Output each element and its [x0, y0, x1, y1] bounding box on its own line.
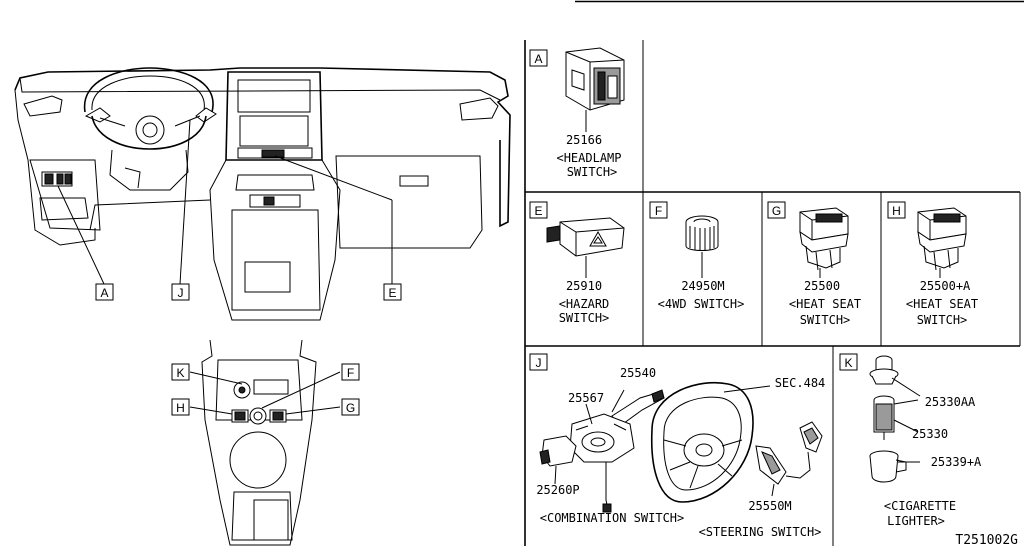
svg-text:25260P: 25260P [536, 483, 579, 497]
svg-text:SWITCH>: SWITCH> [559, 311, 610, 325]
panel-j: J 25540 25567 25260P <COMBINATION SWITCH… [529, 353, 826, 539]
svg-text:<COMBINATION SWITCH>: <COMBINATION SWITCH> [540, 511, 685, 525]
panel-grid [524, 40, 1021, 546]
svg-text:<STEERING SWITCH>: <STEERING SWITCH> [699, 525, 822, 539]
heat-seat-switch-alt-drawing [917, 207, 967, 278]
callout-a: A [95, 283, 114, 301]
callout-j: J [171, 283, 190, 301]
svg-text:25550M: 25550M [748, 499, 791, 513]
svg-text:H: H [892, 204, 901, 218]
panel-a: A 25166 <HEADLAMP SWITCH> [529, 47, 625, 179]
svg-text:G: G [772, 204, 781, 218]
figure-code: T251002G [955, 533, 1018, 548]
hazard-switch-drawing [546, 217, 625, 278]
svg-text:G: G [346, 401, 355, 415]
svg-text:H: H [176, 401, 185, 415]
svg-text:25339+A: 25339+A [931, 455, 982, 469]
svg-text:25166: 25166 [566, 133, 602, 147]
svg-text:E: E [388, 286, 396, 300]
dashboard-overview [14, 67, 511, 321]
panel-e: E 25910 <HAZARD SWITCH> [529, 201, 625, 325]
svg-text:SEC.484: SEC.484 [775, 376, 826, 390]
heat-seat-switch-drawing [799, 207, 849, 278]
svg-text:25567: 25567 [568, 391, 604, 405]
svg-text:A: A [534, 52, 542, 66]
callout-g: G [341, 398, 360, 416]
callout-f: F [341, 363, 360, 381]
combination-switch-drawing [539, 389, 665, 513]
callout-h: H [171, 398, 190, 416]
svg-text:<4WD SWITCH>: <4WD SWITCH> [658, 297, 745, 311]
callout-k: K [171, 363, 190, 381]
console-detail [189, 339, 341, 546]
svg-text:<HEAT SEAT: <HEAT SEAT [906, 297, 978, 311]
svg-text:E: E [534, 204, 542, 218]
cigarette-lighter-drawing [869, 355, 921, 483]
svg-text:25910: 25910 [566, 279, 602, 293]
svg-text:25500: 25500 [804, 279, 840, 293]
callout-e: E [383, 283, 402, 301]
svg-text:J: J [178, 286, 184, 300]
svg-text:SWITCH>: SWITCH> [800, 313, 851, 327]
svg-text:<HAZARD: <HAZARD [559, 297, 610, 311]
svg-text:<CIGARETTE: <CIGARETTE [884, 499, 956, 513]
svg-text:LIGHTER>: LIGHTER> [887, 514, 945, 528]
svg-text:25540: 25540 [620, 366, 656, 380]
svg-text:25330AA: 25330AA [925, 395, 976, 409]
svg-text:K: K [176, 366, 184, 380]
panel-h: H 25500+A <HEAT SEAT SWITCH> [887, 201, 978, 327]
panel-f: F 24950M <4WD SWITCH> [649, 201, 745, 311]
svg-text:25500+A: 25500+A [920, 279, 971, 293]
svg-text:SWITCH>: SWITCH> [567, 165, 618, 179]
svg-text:F: F [655, 204, 662, 218]
4wd-switch-drawing [685, 215, 719, 278]
svg-text:K: K [844, 356, 852, 370]
svg-text:SWITCH>: SWITCH> [917, 313, 968, 327]
svg-text:25330: 25330 [912, 427, 948, 441]
svg-text:A: A [100, 286, 108, 300]
steering-wheel-drawing [650, 381, 823, 503]
svg-text:<HEAT SEAT: <HEAT SEAT [789, 297, 861, 311]
panel-k: K 25330AA 25330 25339+A <CIGARETTE L [839, 353, 982, 528]
panel-g: G 25500 <HEAT SEAT SWITCH> [767, 201, 861, 327]
svg-text:F: F [347, 366, 354, 380]
svg-text:J: J [536, 356, 542, 370]
svg-text:<HEADLAMP: <HEADLAMP [556, 151, 621, 165]
svg-text:24950M: 24950M [681, 279, 724, 293]
headlamp-switch-drawing [565, 47, 625, 132]
